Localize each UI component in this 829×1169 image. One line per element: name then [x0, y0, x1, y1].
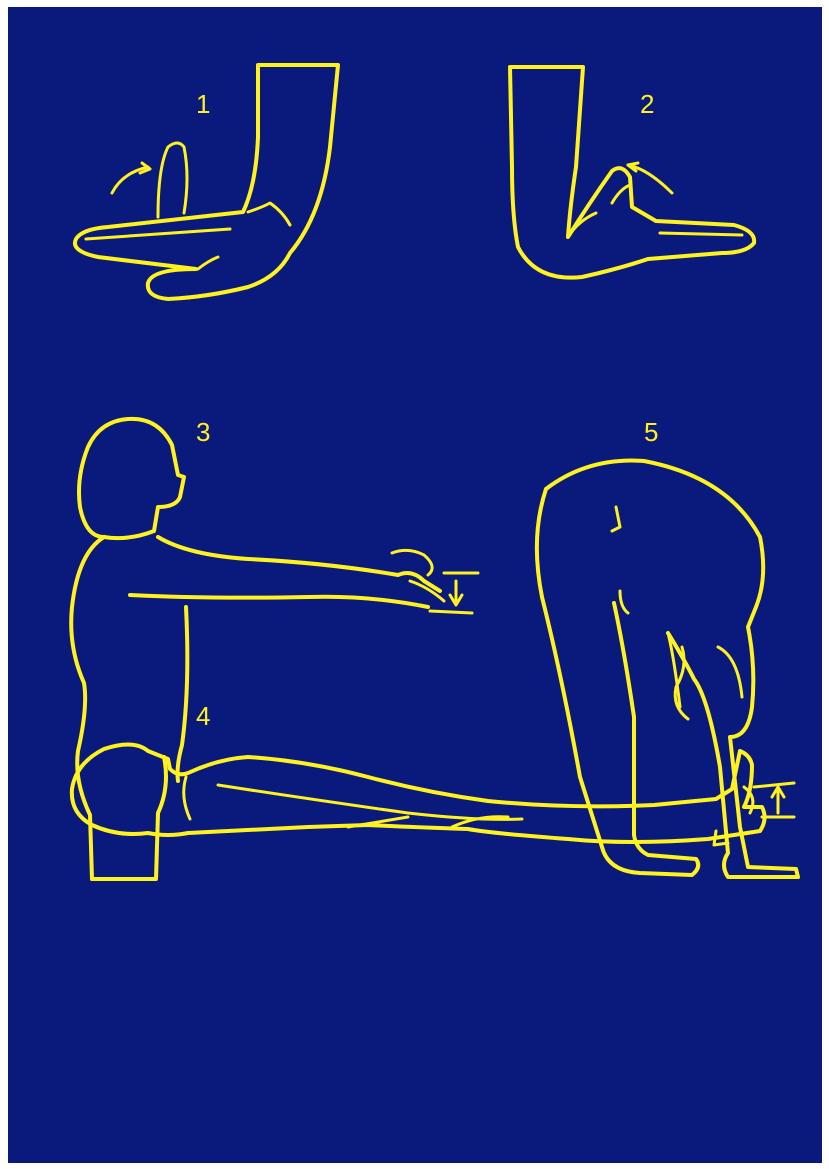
figure-label-5: 5: [644, 419, 658, 445]
figure-label-4: 4: [196, 703, 210, 729]
illustration-panel: 1 2 3 5 4: [8, 7, 822, 1163]
exercise-figures: [8, 7, 822, 1163]
figure-2-hand: [510, 67, 754, 278]
figure-label-1: 1: [196, 91, 210, 117]
figure-3-standing-person: [71, 419, 478, 879]
figure-label-3: 3: [196, 419, 210, 445]
figure-label-2: 2: [640, 91, 654, 117]
figure-5-forward-bend: [537, 461, 798, 877]
